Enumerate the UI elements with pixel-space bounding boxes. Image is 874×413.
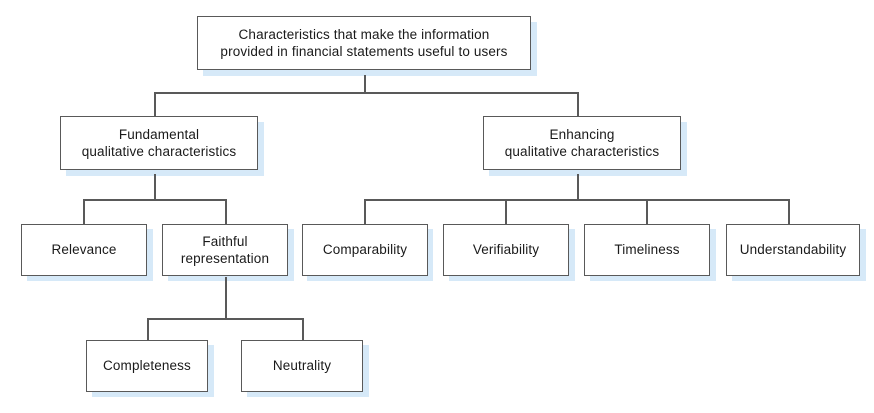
connector-to-understandability bbox=[788, 199, 790, 224]
connector-to-fundamental bbox=[154, 92, 156, 117]
connector-to-neutrality bbox=[302, 318, 304, 340]
connector-level1-bus bbox=[154, 92, 579, 94]
node-faithful-representation[interactable]: Faithful representation bbox=[162, 224, 288, 276]
node-relevance[interactable]: Relevance bbox=[21, 224, 147, 276]
node-verifiability[interactable]: Verifiability bbox=[443, 224, 569, 276]
node-understandability[interactable]: Understandability bbox=[726, 224, 860, 276]
node-fundamental-label: Fundamental qualitative characteristics bbox=[81, 126, 237, 159]
connector-faithful-bus bbox=[147, 318, 303, 320]
connector-to-completeness bbox=[147, 318, 149, 340]
node-comparability-label: Comparability bbox=[322, 242, 408, 258]
connector-enhancing-down bbox=[577, 174, 579, 200]
node-timeliness[interactable]: Timeliness bbox=[584, 224, 710, 276]
connector-to-timeliness bbox=[646, 199, 648, 224]
node-neutrality[interactable]: Neutrality bbox=[241, 340, 363, 392]
node-fundamental[interactable]: Fundamental qualitative characteristics bbox=[60, 116, 258, 170]
connector-to-verifiability bbox=[505, 199, 507, 224]
connector-root-down bbox=[364, 75, 366, 93]
node-completeness-label: Completeness bbox=[103, 358, 191, 374]
connector-to-enhancing bbox=[577, 92, 579, 117]
node-enhancing[interactable]: Enhancing qualitative characteristics bbox=[483, 116, 681, 170]
node-enhancing-label: Enhancing qualitative characteristics bbox=[504, 126, 660, 159]
node-comparability[interactable]: Comparability bbox=[302, 224, 428, 276]
node-root[interactable]: Characteristics that make the informatio… bbox=[197, 16, 531, 70]
connector-fundamental-bus bbox=[83, 199, 227, 201]
node-verifiability-label: Verifiability bbox=[472, 242, 540, 258]
node-faithful-representation-label: Faithful representation bbox=[180, 233, 270, 266]
connector-to-comparability bbox=[364, 199, 366, 224]
node-root-label: Characteristics that make the informatio… bbox=[220, 26, 508, 59]
connector-faithful-down bbox=[225, 277, 227, 319]
node-relevance-label: Relevance bbox=[51, 242, 117, 258]
connector-to-faithful-representation bbox=[225, 199, 227, 224]
node-neutrality-label: Neutrality bbox=[272, 358, 332, 374]
node-understandability-label: Understandability bbox=[739, 242, 847, 258]
connector-fundamental-down bbox=[154, 174, 156, 200]
connector-to-relevance bbox=[83, 199, 85, 224]
node-timeliness-label: Timeliness bbox=[614, 242, 680, 258]
node-completeness[interactable]: Completeness bbox=[86, 340, 208, 392]
connector-enhancing-bus bbox=[364, 199, 789, 201]
